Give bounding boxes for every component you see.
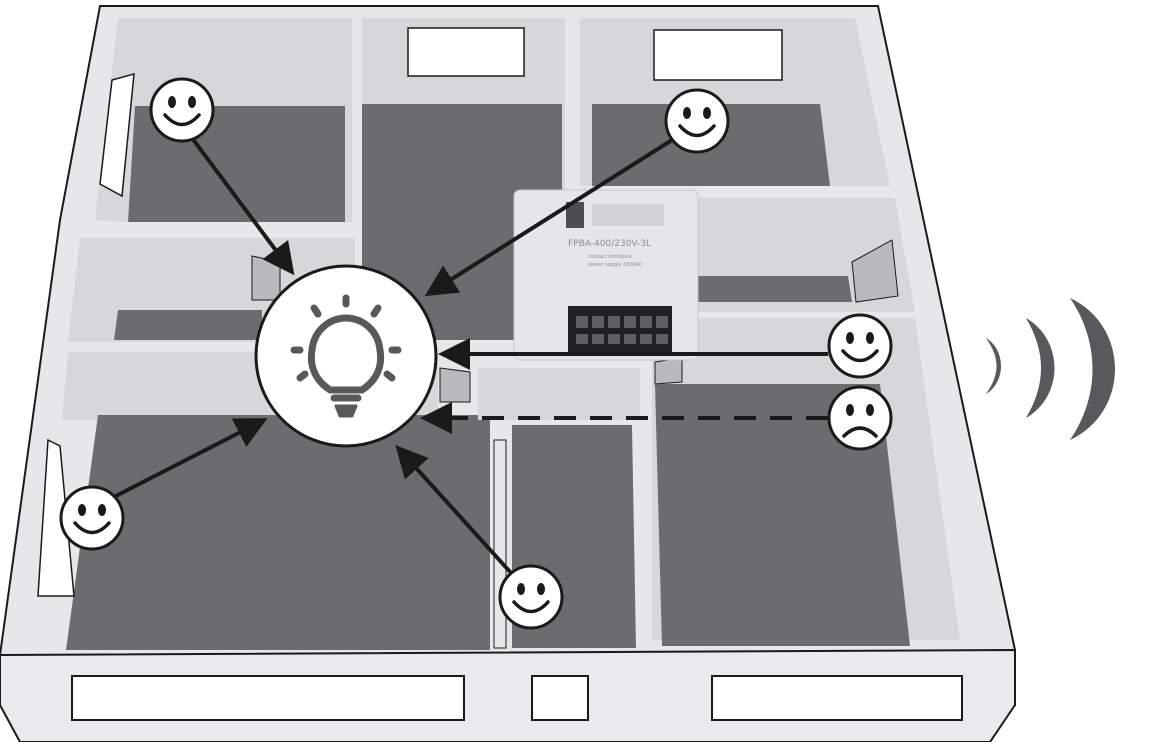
room-hall-left-floor [114, 310, 262, 340]
relay-module-terminal-block [568, 306, 672, 352]
smiley-top-right [664, 88, 730, 154]
smiley-sad-icon [827, 385, 893, 451]
lamp-node [254, 264, 438, 448]
light-bulb-icon [290, 294, 402, 418]
door-hall-left [251, 255, 281, 301]
smiley-top-left [149, 77, 215, 143]
relay-module: FPBA-400/230V-3L contact inmodule power … [513, 189, 699, 361]
door-right-middle [851, 239, 899, 303]
room-bottom-right-floor [655, 384, 910, 646]
signal-wave-medium [1026, 318, 1055, 418]
facade-window-middle [531, 675, 589, 721]
window-top-left [99, 72, 135, 198]
relay-module-line1: contact inmodule [588, 254, 632, 260]
smiley-happy-icon [827, 313, 893, 379]
room-top-middle-floor [362, 104, 562, 340]
smiley-right-upper [827, 313, 893, 379]
connections [111, 136, 828, 576]
facade-window-left [71, 675, 465, 721]
door-bottom-left [439, 367, 471, 403]
lamp-circle [254, 264, 438, 448]
smiley-bottom-middle [498, 564, 564, 630]
smiley-happy-icon [149, 77, 215, 143]
relay-module-switch [566, 202, 584, 228]
window-top-right [653, 29, 783, 81]
link-bottom-left [111, 418, 268, 500]
room-bottom-left-floor [66, 415, 490, 650]
door-bottom-right [654, 357, 683, 385]
partition-bottom-middle [493, 439, 507, 649]
signal-wave-large [1070, 298, 1115, 440]
smiley-happy-icon [59, 485, 125, 551]
smiley-happy-icon [498, 564, 564, 630]
relay-module-terminals [576, 316, 668, 344]
smiley-right-lower [827, 385, 893, 451]
rooms [37, 18, 960, 650]
relay-module-model: FPBA-400/230V-3L [568, 239, 651, 249]
room-bottom-middle-walls [478, 368, 640, 420]
link-top-left [190, 136, 295, 276]
smiley-bottom-left [59, 485, 125, 551]
relay-module-line2: power supply 230VAC [588, 262, 643, 268]
room-right-middle-floor [695, 276, 852, 302]
window-top-middle [407, 27, 525, 77]
relay-module-logo [592, 204, 664, 226]
signal-wave-small [986, 338, 1001, 394]
wireless-signal-icon [986, 298, 1115, 440]
window-bottom-left [37, 438, 75, 597]
smiley-happy-icon [664, 88, 730, 154]
link-bottom-middle [395, 445, 514, 576]
link-top-right [424, 138, 674, 297]
facade-window-right [711, 675, 963, 721]
